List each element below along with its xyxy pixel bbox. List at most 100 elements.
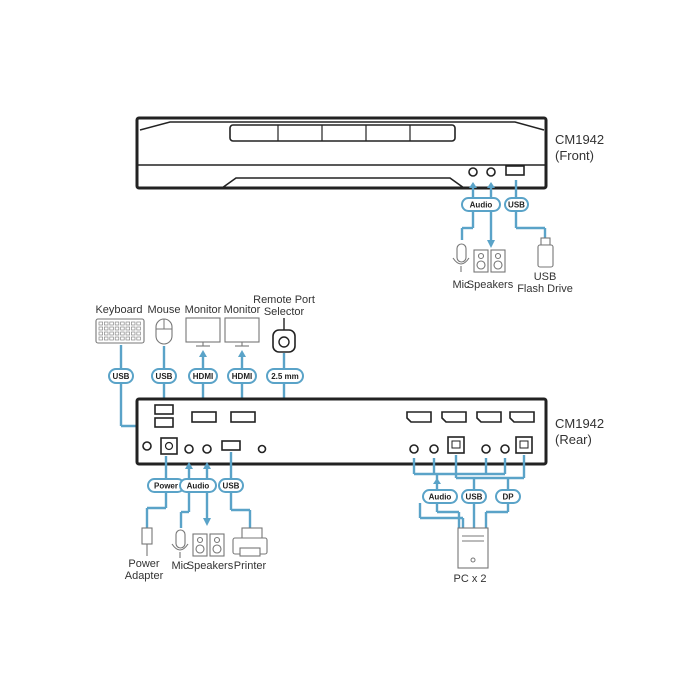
keyboard-key	[114, 321, 120, 326]
keyboard-key	[131, 321, 136, 326]
remote-mm-tag	[266, 368, 304, 384]
front-usb-tag	[504, 197, 529, 212]
pc-usb-tag-label: USB	[466, 493, 483, 502]
rear-ground-icon	[142, 441, 152, 451]
rear-dp-port-4	[509, 411, 535, 423]
rear-usb-peripheral-port	[221, 440, 241, 451]
rear-remote-port	[257, 444, 267, 454]
pc-audio-tag-label: Audio	[429, 493, 452, 502]
rear-view-label: (Rear)	[555, 432, 592, 447]
rear-hdmi-port-1	[191, 411, 217, 423]
keyboard-usb-tag	[108, 368, 134, 384]
rear-speakers-label: Speakers	[187, 560, 234, 572]
front-mic-label: Mic	[452, 279, 470, 291]
mouse-icon	[155, 318, 173, 345]
keyboard-key	[125, 331, 130, 336]
front-speakers-label: Speakers	[467, 279, 514, 291]
keyboard-key	[104, 321, 109, 326]
keyboard-key	[114, 336, 120, 341]
keyboard-key	[125, 321, 130, 326]
monitor-1-label: Monitor	[185, 304, 222, 316]
usb-flash-label-1: USB	[534, 271, 557, 283]
front-speaker-port	[486, 167, 496, 177]
keyboard-key	[109, 331, 114, 336]
remote-selector-label-2: Selector	[264, 306, 305, 318]
front-audio-tag	[461, 197, 501, 212]
keyboard-key	[120, 331, 125, 336]
monitor-2-hdmi-tag	[227, 368, 257, 384]
rear-audio-tag	[179, 478, 217, 493]
rear-console-usb-port-1	[154, 404, 174, 415]
rear-speakers-icon	[192, 533, 225, 557]
rear-mic-port	[184, 444, 194, 454]
keyboard-key	[136, 336, 141, 341]
keyboard-key	[114, 331, 120, 336]
power-adapter-label-2: Adapter	[125, 570, 164, 582]
remote-selector-label-1: Remote Port	[253, 294, 315, 306]
keyboard-key	[120, 326, 125, 331]
pc-dp-tag-label: DP	[502, 493, 514, 502]
front-audio-tag-label: Audio	[470, 201, 493, 210]
keyboard-key	[125, 336, 130, 341]
monitor-1-hdmi-tag	[188, 368, 218, 384]
pc-audio-tag	[422, 489, 458, 504]
mouse-usb-tag	[151, 368, 177, 384]
monitor-2-icon	[224, 317, 260, 347]
keyboard-key	[109, 321, 114, 326]
rear-mic-label: Mic	[171, 560, 189, 572]
rear-pc1-audio-port-1	[409, 444, 419, 454]
front-mic-port	[468, 167, 478, 177]
rear-pc2-audio-port-1	[481, 444, 491, 454]
keyboard-key	[98, 336, 103, 341]
keyboard-key	[131, 331, 136, 336]
keyboard-key	[114, 326, 120, 331]
power-adapter-icon	[141, 527, 153, 556]
keyboard-key	[109, 326, 114, 331]
front-model-label: CM1942	[555, 132, 604, 147]
rear-pc2-audio-port-2	[500, 444, 510, 454]
keyboard-key	[131, 336, 136, 341]
keyboard-key	[120, 336, 125, 341]
keyboard-key	[136, 326, 141, 331]
power-tag-label: Power	[154, 482, 178, 491]
remote-mm-tag-label: 2.5 mm	[271, 372, 299, 381]
front-usb-port	[505, 165, 525, 176]
keyboard-key	[98, 331, 103, 336]
front-speakers-icon	[473, 249, 506, 273]
pc-count-label: PC x 2	[453, 573, 486, 585]
pc-connections	[412, 455, 526, 528]
pc-dp-tag	[495, 489, 521, 504]
keyboard-key	[109, 336, 114, 341]
monitor-1-icon	[185, 317, 221, 347]
pc-usb-tag	[461, 489, 487, 504]
rear-dp-port-3	[476, 411, 502, 423]
keyboard-icon	[95, 318, 145, 344]
keyboard-usb-tag-label: USB	[113, 372, 130, 381]
front-connections	[460, 180, 547, 248]
keyboard-key	[125, 326, 130, 331]
front-usb-tag-label: USB	[508, 201, 525, 210]
rear-unit	[135, 397, 548, 466]
power-adapter-label-1: Power	[128, 558, 160, 570]
monitor-1-hdmi-tag-label: HDMI	[193, 372, 213, 381]
printer-icon	[232, 527, 268, 557]
rear-speaker-port	[202, 444, 212, 454]
mouse-label: Mouse	[147, 304, 180, 316]
keyboard-key	[98, 326, 103, 331]
keyboard-key	[136, 321, 141, 326]
rear-dp-port-1	[406, 411, 432, 423]
rear-usb-tag	[218, 478, 244, 493]
remote-port-selector-icon	[272, 318, 296, 353]
keyboard-key	[120, 321, 125, 326]
front-mic-icon	[452, 243, 470, 272]
keyboard-key	[104, 326, 109, 331]
pc-tower-icon	[457, 527, 489, 569]
rear-audio-tag-label: Audio	[187, 482, 210, 491]
keyboard-key	[98, 321, 103, 326]
rear-hdmi-port-2	[230, 411, 256, 423]
keyboard-key	[136, 331, 141, 336]
keyboard-label: Keyboard	[95, 304, 142, 316]
rear-model-label: CM1942	[555, 416, 604, 431]
keyboard-key	[104, 336, 109, 341]
